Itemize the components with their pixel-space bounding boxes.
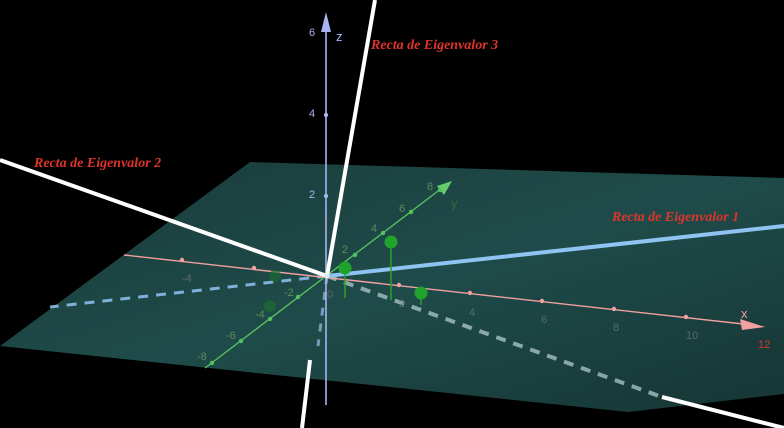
y-tick-label: -8 <box>197 351 207 363</box>
eigen-line-1[interactable] <box>326 224 784 278</box>
x-tick-label: 0 <box>327 289 333 301</box>
x-axis-name: x <box>741 306 748 321</box>
point[interactable] <box>338 261 352 275</box>
x-axis-tick-marks <box>179 257 689 320</box>
x-tick-label: 8 <box>613 322 619 334</box>
tick-mark <box>396 282 402 288</box>
x-axis-arrow <box>740 319 765 330</box>
tick-mark <box>683 314 689 320</box>
tick-mark <box>380 230 386 236</box>
z-tick-label: 4 <box>309 108 315 120</box>
tick-mark <box>539 298 545 304</box>
z-tick-label: 2 <box>309 189 315 201</box>
y-axis-name: y <box>451 196 458 211</box>
y-tick-label: -6 <box>226 330 236 342</box>
tick-mark <box>238 338 244 344</box>
y-tick-label: 6 <box>399 203 405 215</box>
point[interactable] <box>414 286 428 300</box>
y-tick-label: 2 <box>342 244 348 256</box>
tick-mark <box>295 294 301 300</box>
y-tick-label: -4 <box>255 309 265 321</box>
x-axis-tick-labels: -4 0 2 4 6 8 10 12 <box>182 273 770 351</box>
tick-mark <box>267 316 273 322</box>
y-axis-tick-marks <box>209 187 443 366</box>
origin-point <box>324 273 330 279</box>
z-axis-name: z <box>336 29 343 44</box>
x-tick-label: 6 <box>541 314 547 326</box>
eigen-line-2[interactable] <box>0 158 328 278</box>
tick-mark <box>437 187 443 193</box>
x-tick-label: -4 <box>182 273 192 285</box>
tick-mark <box>251 265 257 271</box>
z-axis-tick-labels: 2 4 6 <box>309 27 315 201</box>
y-axis-tick-labels: -8 -6 -4 -2 2 4 6 8 <box>197 181 433 363</box>
x-tick-label: 10 <box>686 330 698 342</box>
tick-mark <box>467 290 473 296</box>
y-tick-label: 4 <box>371 223 377 235</box>
tick-mark <box>611 306 617 312</box>
eigen-label-2: Recta de Eigenvalor 2 <box>33 156 161 171</box>
tick-mark <box>323 193 329 199</box>
z-axis-arrow <box>321 12 331 32</box>
eigen-line-3[interactable] <box>325 0 377 277</box>
eigen-label-1: Recta de Eigenvalor 1 <box>611 210 739 225</box>
y-tick-label: 8 <box>427 181 433 193</box>
eigen-line-2-lower[interactable] <box>661 395 784 428</box>
tick-mark <box>352 252 358 258</box>
eigen-line-3-lower[interactable] <box>300 359 312 428</box>
xy-plane[interactable] <box>0 162 784 412</box>
x-tick-label: 4 <box>469 307 475 319</box>
z-axis-tick-marks <box>323 112 329 199</box>
y-tick-label: -2 <box>284 287 294 299</box>
eigen-line-3-hidden <box>316 275 329 347</box>
tick-mark <box>323 112 329 118</box>
tick-mark <box>408 209 414 215</box>
point-faded[interactable] <box>269 270 281 282</box>
y-axis-arrow <box>437 181 452 195</box>
point-faded[interactable] <box>264 300 276 312</box>
tick-mark <box>179 257 185 263</box>
z-tick-label: 6 <box>309 27 315 39</box>
tick-mark <box>209 360 215 366</box>
x-tick-label: 2 <box>399 298 405 310</box>
eigen-label-3: Recta de Eigenvalor 3 <box>370 38 498 53</box>
point[interactable] <box>384 235 398 249</box>
eigen-line-2-hidden <box>326 274 663 399</box>
x-axis <box>123 254 753 326</box>
x-tick-label: 12 <box>758 339 770 351</box>
